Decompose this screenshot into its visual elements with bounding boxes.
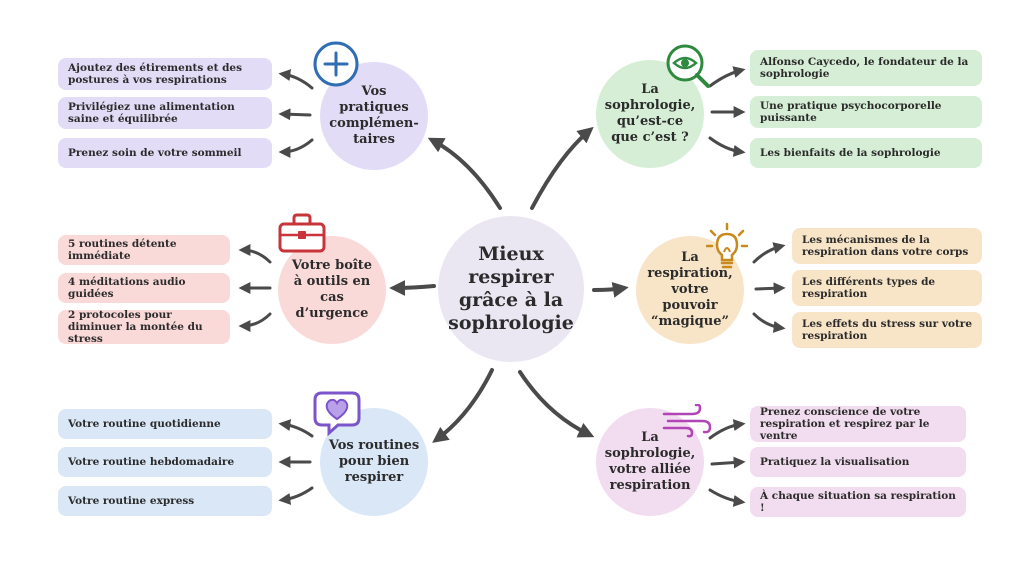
topic-alliee-title: La sophrologie, votre alliée respiration xyxy=(604,430,696,493)
arrow-definition-1 xyxy=(708,66,746,88)
respiration-item-1-text: Les mécanismes de la respiration dans vo… xyxy=(802,234,969,258)
center-node: Mieux respirer grâce à la sophrologie xyxy=(438,216,584,362)
routines-item-2-text: Votre routine hebdomadaire xyxy=(68,456,235,468)
eye-magnifier-icon xyxy=(666,44,710,88)
topic-routines-title: Vos routines pour bien respirer xyxy=(328,438,420,485)
boite-item-3-text: 2 protocoles pour diminuer la montée du … xyxy=(68,309,203,345)
wind-icon xyxy=(662,404,712,438)
topic-boite: Votre boîte à outils en cas d’urgence xyxy=(278,236,386,344)
toolbox-icon xyxy=(278,213,326,253)
pratiques-item-3-text: Prenez soin de votre sommeil xyxy=(68,147,242,159)
alliee-item-3: À chaque situation sa respiration ! xyxy=(750,487,966,517)
respiration-item-3-text: Les effets du stress sur votre respirati… xyxy=(802,318,973,342)
pratiques-item-1-text: Ajoutez des étirements et des postures à… xyxy=(68,62,243,86)
boite-item-2: 4 méditations audio guidées xyxy=(58,273,230,303)
topic-routines: Vos routines pour bien respirer xyxy=(320,408,428,516)
arrow-respiration-3 xyxy=(752,312,786,333)
alliee-item-1: Prenez conscience de votre respiration e… xyxy=(750,406,966,442)
heart-bubble-icon xyxy=(313,391,361,436)
topic-boite-title: Votre boîte à outils en cas d’urgence xyxy=(291,258,373,321)
alliee-item-1-text: Prenez conscience de votre respiration e… xyxy=(760,406,930,442)
arrow-respiration-1 xyxy=(752,242,786,264)
arrow-respiration-2 xyxy=(754,282,786,295)
boite-item-1-text: 5 routines détente immédiate xyxy=(68,238,177,262)
alliee-item-2-text: Pratiquez la visualisation xyxy=(760,456,910,468)
definition-item-2: Une pratique psychocorporelle puissante xyxy=(750,96,982,128)
boite-item-3: 2 protocoles pour diminuer la montée du … xyxy=(58,309,230,345)
arrow-routines-3 xyxy=(278,486,314,505)
definition-item-2-text: Une pratique psychocorporelle puissante xyxy=(760,100,942,124)
arrow-alliee-2 xyxy=(710,456,746,469)
routines-item-1-text: Votre routine quotidienne xyxy=(68,418,221,430)
routines-item-3-text: Votre routine express xyxy=(68,495,195,507)
alliee-item-2: Pratiquez la visualisation xyxy=(750,447,966,477)
arrow-pratiques-3 xyxy=(278,138,314,158)
pratiques-item-2: Privilégiez une alimentation saine et éq… xyxy=(58,97,272,129)
definition-item-3-text: Les bienfaits de la sophrologie xyxy=(760,147,941,159)
routines-item-1: Votre routine quotidienne xyxy=(58,409,272,439)
arrow-center-to-pratiques xyxy=(427,137,502,210)
arrow-pratiques-1 xyxy=(278,69,314,90)
respiration-item-1: Les mécanismes de la respiration dans vo… xyxy=(792,228,982,264)
center-title: Mieux respirer grâce à la sophrologie xyxy=(448,243,574,334)
pratiques-item-2-text: Privilégiez une alimentation saine et éq… xyxy=(68,101,235,125)
arrow-center-to-routines xyxy=(432,368,494,443)
arrow-routines-1 xyxy=(278,419,314,438)
respiration-item-3: Les effets du stress sur votre respirati… xyxy=(792,312,982,348)
boite-item-2-text: 4 méditations audio guidées xyxy=(68,276,186,300)
arrow-boite-3 xyxy=(238,312,272,332)
definition-item-1: Alfonso Caycedo, le fondateur de la soph… xyxy=(750,50,982,86)
arrow-center-to-boite xyxy=(389,279,436,296)
definition-item-3: Les bienfaits de la sophrologie xyxy=(750,138,982,168)
topic-respiration-title: La respiration, votre pouvoir “magique” xyxy=(647,250,733,329)
topic-pratiques-title: Vos pratiques complémen-taires xyxy=(329,84,419,147)
definition-item-1-text: Alfonso Caycedo, le fondateur de la soph… xyxy=(760,56,969,80)
alliee-item-3-text: À chaque situation sa respiration ! xyxy=(760,490,956,514)
topic-alliee: La sophrologie, votre alliée respiration xyxy=(596,408,704,516)
topic-definition-title: La sophrologie, qu’est-ce que c’est ? xyxy=(604,82,696,145)
arrow-center-to-respiration xyxy=(592,281,629,298)
routines-item-3: Votre routine express xyxy=(58,486,272,516)
arrow-alliee-1 xyxy=(708,419,746,440)
lightbulb-icon xyxy=(706,222,748,269)
pratiques-item-1: Ajoutez des étirements et des postures à… xyxy=(58,58,272,90)
arrow-boite-1 xyxy=(238,244,272,264)
arrow-alliee-3 xyxy=(708,488,746,507)
arrow-definition-3 xyxy=(708,136,746,157)
arrow-center-to-definition xyxy=(530,126,594,210)
respiration-item-2-text: Les différents types de respiration xyxy=(802,276,936,300)
arrow-pratiques-2 xyxy=(278,108,312,121)
respiration-item-2: Les différents types de respiration xyxy=(792,270,982,306)
boite-item-1: 5 routines détente immédiate xyxy=(58,235,230,265)
plus-circle-icon xyxy=(313,41,359,87)
arrow-center-to-alliee xyxy=(518,370,595,438)
routines-item-2: Votre routine hebdomadaire xyxy=(58,447,272,477)
pratiques-item-3: Prenez soin de votre sommeil xyxy=(58,138,272,168)
